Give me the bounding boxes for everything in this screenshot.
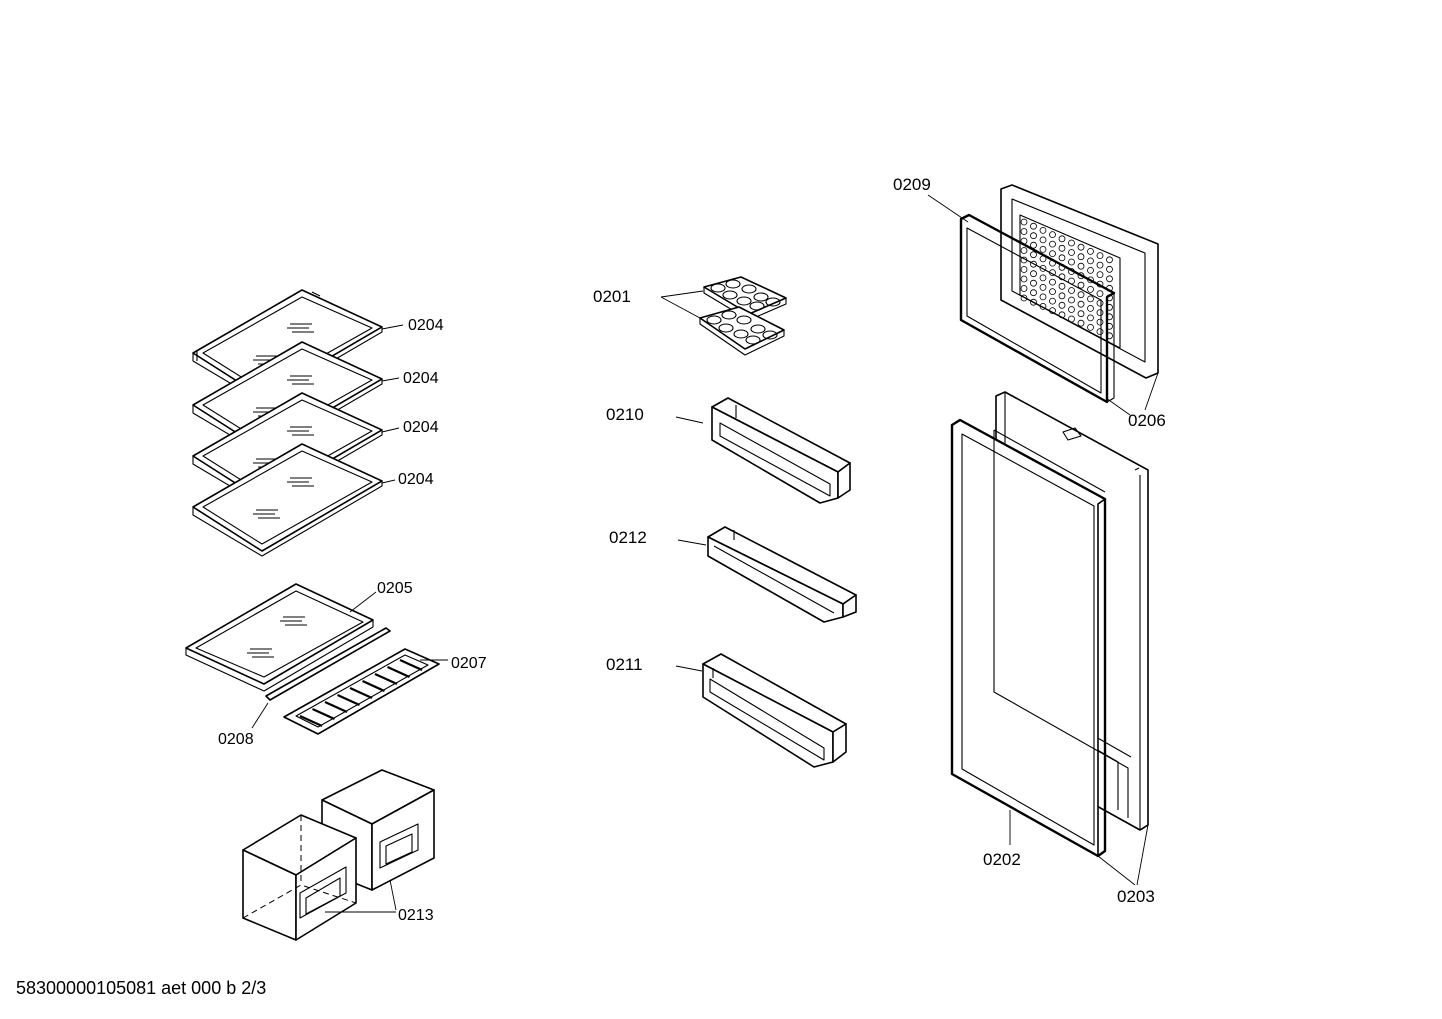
drawing-reference: 58300000105081 aet 000 b 2/3 — [16, 978, 267, 998]
label-0204-1: 0204 — [408, 317, 444, 334]
egg-tray-0201-bottom — [699, 306, 785, 356]
door-shelf-0212 — [707, 526, 857, 623]
label-0208: 0208 — [218, 731, 254, 748]
label-0212: 0212 — [609, 528, 647, 547]
label-0213: 0213 — [398, 907, 434, 924]
strip-0208 — [265, 627, 391, 701]
label-0206: 0206 — [1128, 411, 1166, 430]
label-0207: 0207 — [451, 655, 487, 672]
label-0211: 0211 — [606, 655, 643, 674]
label-0204-2: 0204 — [403, 370, 439, 387]
door-shelf-0210 — [711, 397, 851, 504]
label-0204-4: 0204 — [398, 471, 434, 488]
label-0203: 0203 — [1117, 887, 1155, 906]
glass-shelf-0205 — [185, 583, 374, 692]
label-0209: 0209 — [893, 175, 931, 194]
label-0204-3: 0204 — [403, 419, 439, 436]
glass-shelf-0204-1 — [192, 289, 383, 403]
glass-shelf-0204-4 — [192, 443, 383, 557]
label-0202: 0202 — [983, 850, 1021, 869]
label-0205: 0205 — [377, 580, 413, 597]
crisper-bin-front — [242, 814, 357, 941]
label-0210: 0210 — [606, 405, 644, 424]
label-0201: 0201 — [593, 287, 631, 306]
vent-grille-0207 — [283, 648, 440, 735]
door-shelf-0211 — [702, 653, 847, 768]
freezer-door-gasket — [959, 213, 1116, 404]
fridge-door-gasket — [950, 418, 1129, 858]
